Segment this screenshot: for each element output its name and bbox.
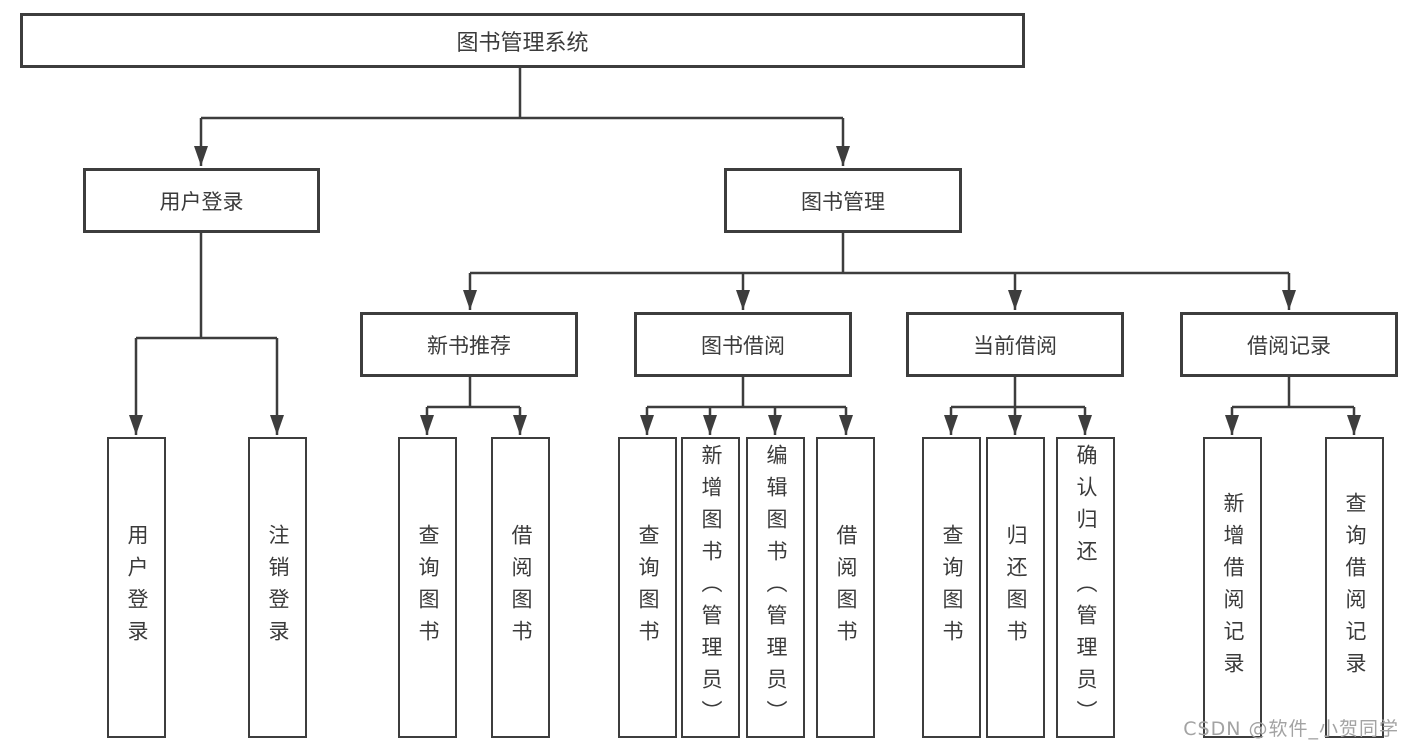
node-current-borrowing: 当前借阅 <box>906 312 1124 377</box>
node-root-library-system: 图书管理系统 <box>20 13 1025 68</box>
leaf-query-borrow-record: 查询借阅记录 <box>1325 437 1384 738</box>
leaf-edit-book-admin: 编辑图书（管理员） <box>746 437 805 738</box>
leaf-label: 新增借阅记录 <box>1221 491 1245 684</box>
csdn-watermark: CSDN @软件_小贺同学 <box>1183 718 1399 740</box>
leaf-query-books-recommend: 查询图书 <box>398 437 457 738</box>
leaf-query-books-current: 查询图书 <box>922 437 981 738</box>
leaf-query-books-borrow: 查询图书 <box>618 437 677 738</box>
leaf-logout: 注销登录 <box>248 437 307 738</box>
node-book-management: 图书管理 <box>724 168 962 233</box>
leaf-borrow-books: 借阅图书 <box>816 437 875 738</box>
node-new-book-recommendation: 新书推荐 <box>360 312 578 377</box>
leaf-label: 查询图书 <box>940 523 964 652</box>
node-user-login: 用户登录 <box>83 168 320 233</box>
node-book-borrowing: 图书借阅 <box>634 312 852 377</box>
node-label: 借阅记录 <box>1247 333 1331 358</box>
leaf-user-login: 用户登录 <box>107 437 166 738</box>
leaf-label: 注销登录 <box>266 523 290 652</box>
leaf-return-books: 归还图书 <box>986 437 1045 738</box>
leaf-label: 借阅图书 <box>509 523 533 652</box>
node-label: 图书借阅 <box>701 333 785 358</box>
node-label: 图书管理系统 <box>456 30 589 56</box>
leaf-add-borrow-record: 新增借阅记录 <box>1203 437 1262 738</box>
leaf-label: 新增图书（管理员） <box>699 443 723 732</box>
leaf-label: 借阅图书 <box>834 523 858 652</box>
leaf-label: 查询图书 <box>636 523 660 652</box>
leaf-label: 归还图书 <box>1004 523 1028 652</box>
node-borrowing-records: 借阅记录 <box>1180 312 1398 377</box>
leaf-add-book-admin: 新增图书（管理员） <box>681 437 740 738</box>
node-label: 图书管理 <box>801 189 885 214</box>
node-label: 新书推荐 <box>427 333 511 358</box>
node-label: 用户登录 <box>159 189 244 214</box>
leaf-label: 用户登录 <box>125 523 149 652</box>
leaf-borrow-books-recommend: 借阅图书 <box>491 437 550 738</box>
leaf-label: 查询借阅记录 <box>1343 491 1367 684</box>
connector-trunk-lines <box>136 68 1354 409</box>
leaf-label: 确认归还（管理员） <box>1074 443 1098 732</box>
node-label: 当前借阅 <box>973 333 1057 358</box>
leaf-confirm-return-admin: 确认归还（管理员） <box>1056 437 1115 738</box>
leaf-label: 查询图书 <box>416 523 440 652</box>
leaf-label: 编辑图书（管理员） <box>764 443 788 732</box>
